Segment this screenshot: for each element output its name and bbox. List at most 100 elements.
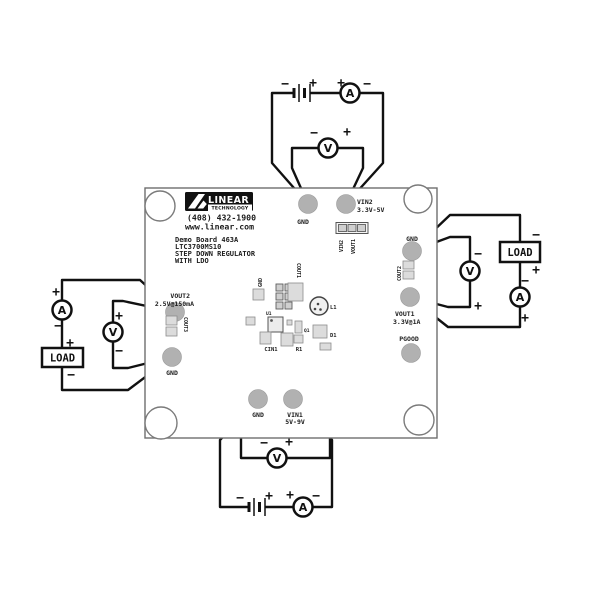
minus-sign: −	[54, 319, 62, 334]
label-vin2: VIN2	[357, 198, 373, 206]
plus-sign: +	[265, 489, 273, 504]
label-vout2-spec: 2.5V@150mA	[155, 300, 194, 308]
terminal-vout1	[400, 287, 420, 307]
minus-sign: −	[474, 247, 482, 262]
svg-text:V: V	[466, 265, 475, 278]
vout1-load-circuit: LOAD − + A − + V − +	[409, 213, 542, 329]
lt-mark-icon	[197, 200, 207, 209]
u1-ic: U1	[266, 311, 284, 333]
terminal-gnd-top	[298, 194, 318, 214]
terminal-gnd-bottom	[248, 389, 268, 409]
logo-technology-text: TECHNOLOGY	[212, 206, 249, 212]
mounting-hole	[144, 406, 178, 440]
label-q1: Q1	[304, 328, 310, 334]
terminal-gnd-right	[402, 241, 422, 261]
minus-sign: −	[115, 344, 123, 359]
ammeter-icon: A	[339, 82, 361, 104]
board-description-2: WITH LDO	[175, 257, 209, 265]
label-gnd-pad: GND	[258, 278, 264, 287]
cout3-capacitor: COUT3	[165, 315, 188, 337]
wire	[290, 146, 319, 205]
label-r1: R1	[296, 347, 303, 353]
plus-sign: +	[532, 263, 540, 278]
label-vout1: VOUT1	[395, 310, 415, 318]
voltmeter-icon: V	[317, 137, 339, 159]
minus-sign: −	[521, 274, 529, 289]
label-vout2: VOUT2	[170, 292, 190, 300]
label-vin1: VIN1	[287, 411, 303, 419]
l1-inductor: L1	[309, 296, 337, 316]
load-box: LOAD	[40, 346, 85, 369]
svg-text:LOAD: LOAD	[50, 353, 75, 365]
plus-sign: +	[474, 299, 482, 314]
label-gnd-left: GND	[166, 369, 178, 377]
component-cluster: GND COUT1 U1 L1	[245, 263, 337, 353]
wire	[337, 146, 365, 205]
label-cout2: COUT2	[397, 266, 403, 281]
svg-text:A: A	[516, 291, 525, 304]
svg-text:V: V	[324, 142, 333, 155]
plus-sign: +	[115, 309, 123, 324]
terminal-gnd-left	[162, 347, 182, 367]
plus-sign: +	[309, 76, 317, 91]
label-d1: D1	[330, 333, 337, 339]
plus-sign: +	[343, 125, 351, 140]
battery-icon	[292, 84, 311, 102]
part-number: LTC3700MS10	[175, 243, 221, 251]
svg-text:V: V	[273, 452, 282, 465]
label-cout3: COUT3	[182, 317, 188, 332]
svg-text:A: A	[346, 87, 355, 100]
svg-text:LOAD: LOAD	[507, 247, 532, 259]
minus-sign: −	[532, 228, 540, 243]
label-cin1: CIN1	[264, 347, 278, 353]
wire	[345, 91, 385, 205]
label-gnd-top: GND	[297, 218, 309, 226]
battery-icon	[247, 498, 266, 516]
label-pgood: PGOOD	[399, 335, 419, 343]
top-supply-circuit: − + A + − V − +	[270, 76, 385, 205]
minus-sign: −	[236, 491, 244, 506]
label-vin2-range: 3.3V-5V	[357, 206, 384, 214]
ammeter-icon: A	[51, 299, 73, 321]
ammeter-icon: A	[509, 286, 531, 308]
label-l1: L1	[330, 305, 337, 311]
jumper-label-vout1: VOUT1	[351, 239, 357, 254]
minus-sign: −	[260, 436, 268, 451]
label-cout1: COUT1	[295, 263, 301, 278]
cout2-capacitor: COUT2	[397, 260, 415, 281]
plus-sign: +	[52, 285, 60, 300]
jumper-label-vin2: VIN2	[339, 240, 345, 252]
svg-text:A: A	[58, 304, 67, 317]
minus-sign: −	[281, 77, 289, 92]
ammeter-icon: A	[292, 496, 314, 518]
linear-technology-logo: LINEAR TECHNOLOGY	[185, 192, 253, 212]
plus-sign: +	[521, 311, 529, 326]
label-u1: U1	[266, 311, 272, 317]
terminal-pgood	[401, 343, 421, 363]
wire	[270, 91, 309, 205]
lt-mark-icon	[188, 194, 205, 209]
mounting-hole	[403, 404, 435, 436]
mounting-hole	[403, 184, 433, 214]
logo-linear-text: LINEAR	[208, 195, 249, 206]
plus-sign: +	[337, 76, 345, 91]
minus-sign: −	[312, 489, 320, 504]
svg-text:V: V	[109, 326, 118, 339]
minus-sign: −	[67, 368, 75, 383]
plus-sign: +	[285, 435, 293, 450]
label-gnd-right: GND	[406, 235, 418, 243]
plus-sign: +	[66, 336, 74, 351]
plus-sign: +	[286, 488, 294, 503]
voltmeter-icon: V	[266, 447, 288, 469]
voltmeter-icon: V	[459, 260, 481, 282]
board-name: Demo Board 463A	[175, 236, 239, 244]
demo-board: LINEAR TECHNOLOGY (408) 432-1900 www.lin…	[144, 184, 438, 440]
website: www.linear.com	[185, 222, 254, 232]
label-vin1-range: 5V-9V	[285, 418, 305, 426]
svg-text:A: A	[299, 501, 308, 514]
voltmeter-icon: V	[102, 321, 124, 343]
minus-sign: −	[310, 126, 318, 141]
board-description: STEP DOWN REGULATOR	[175, 250, 256, 258]
